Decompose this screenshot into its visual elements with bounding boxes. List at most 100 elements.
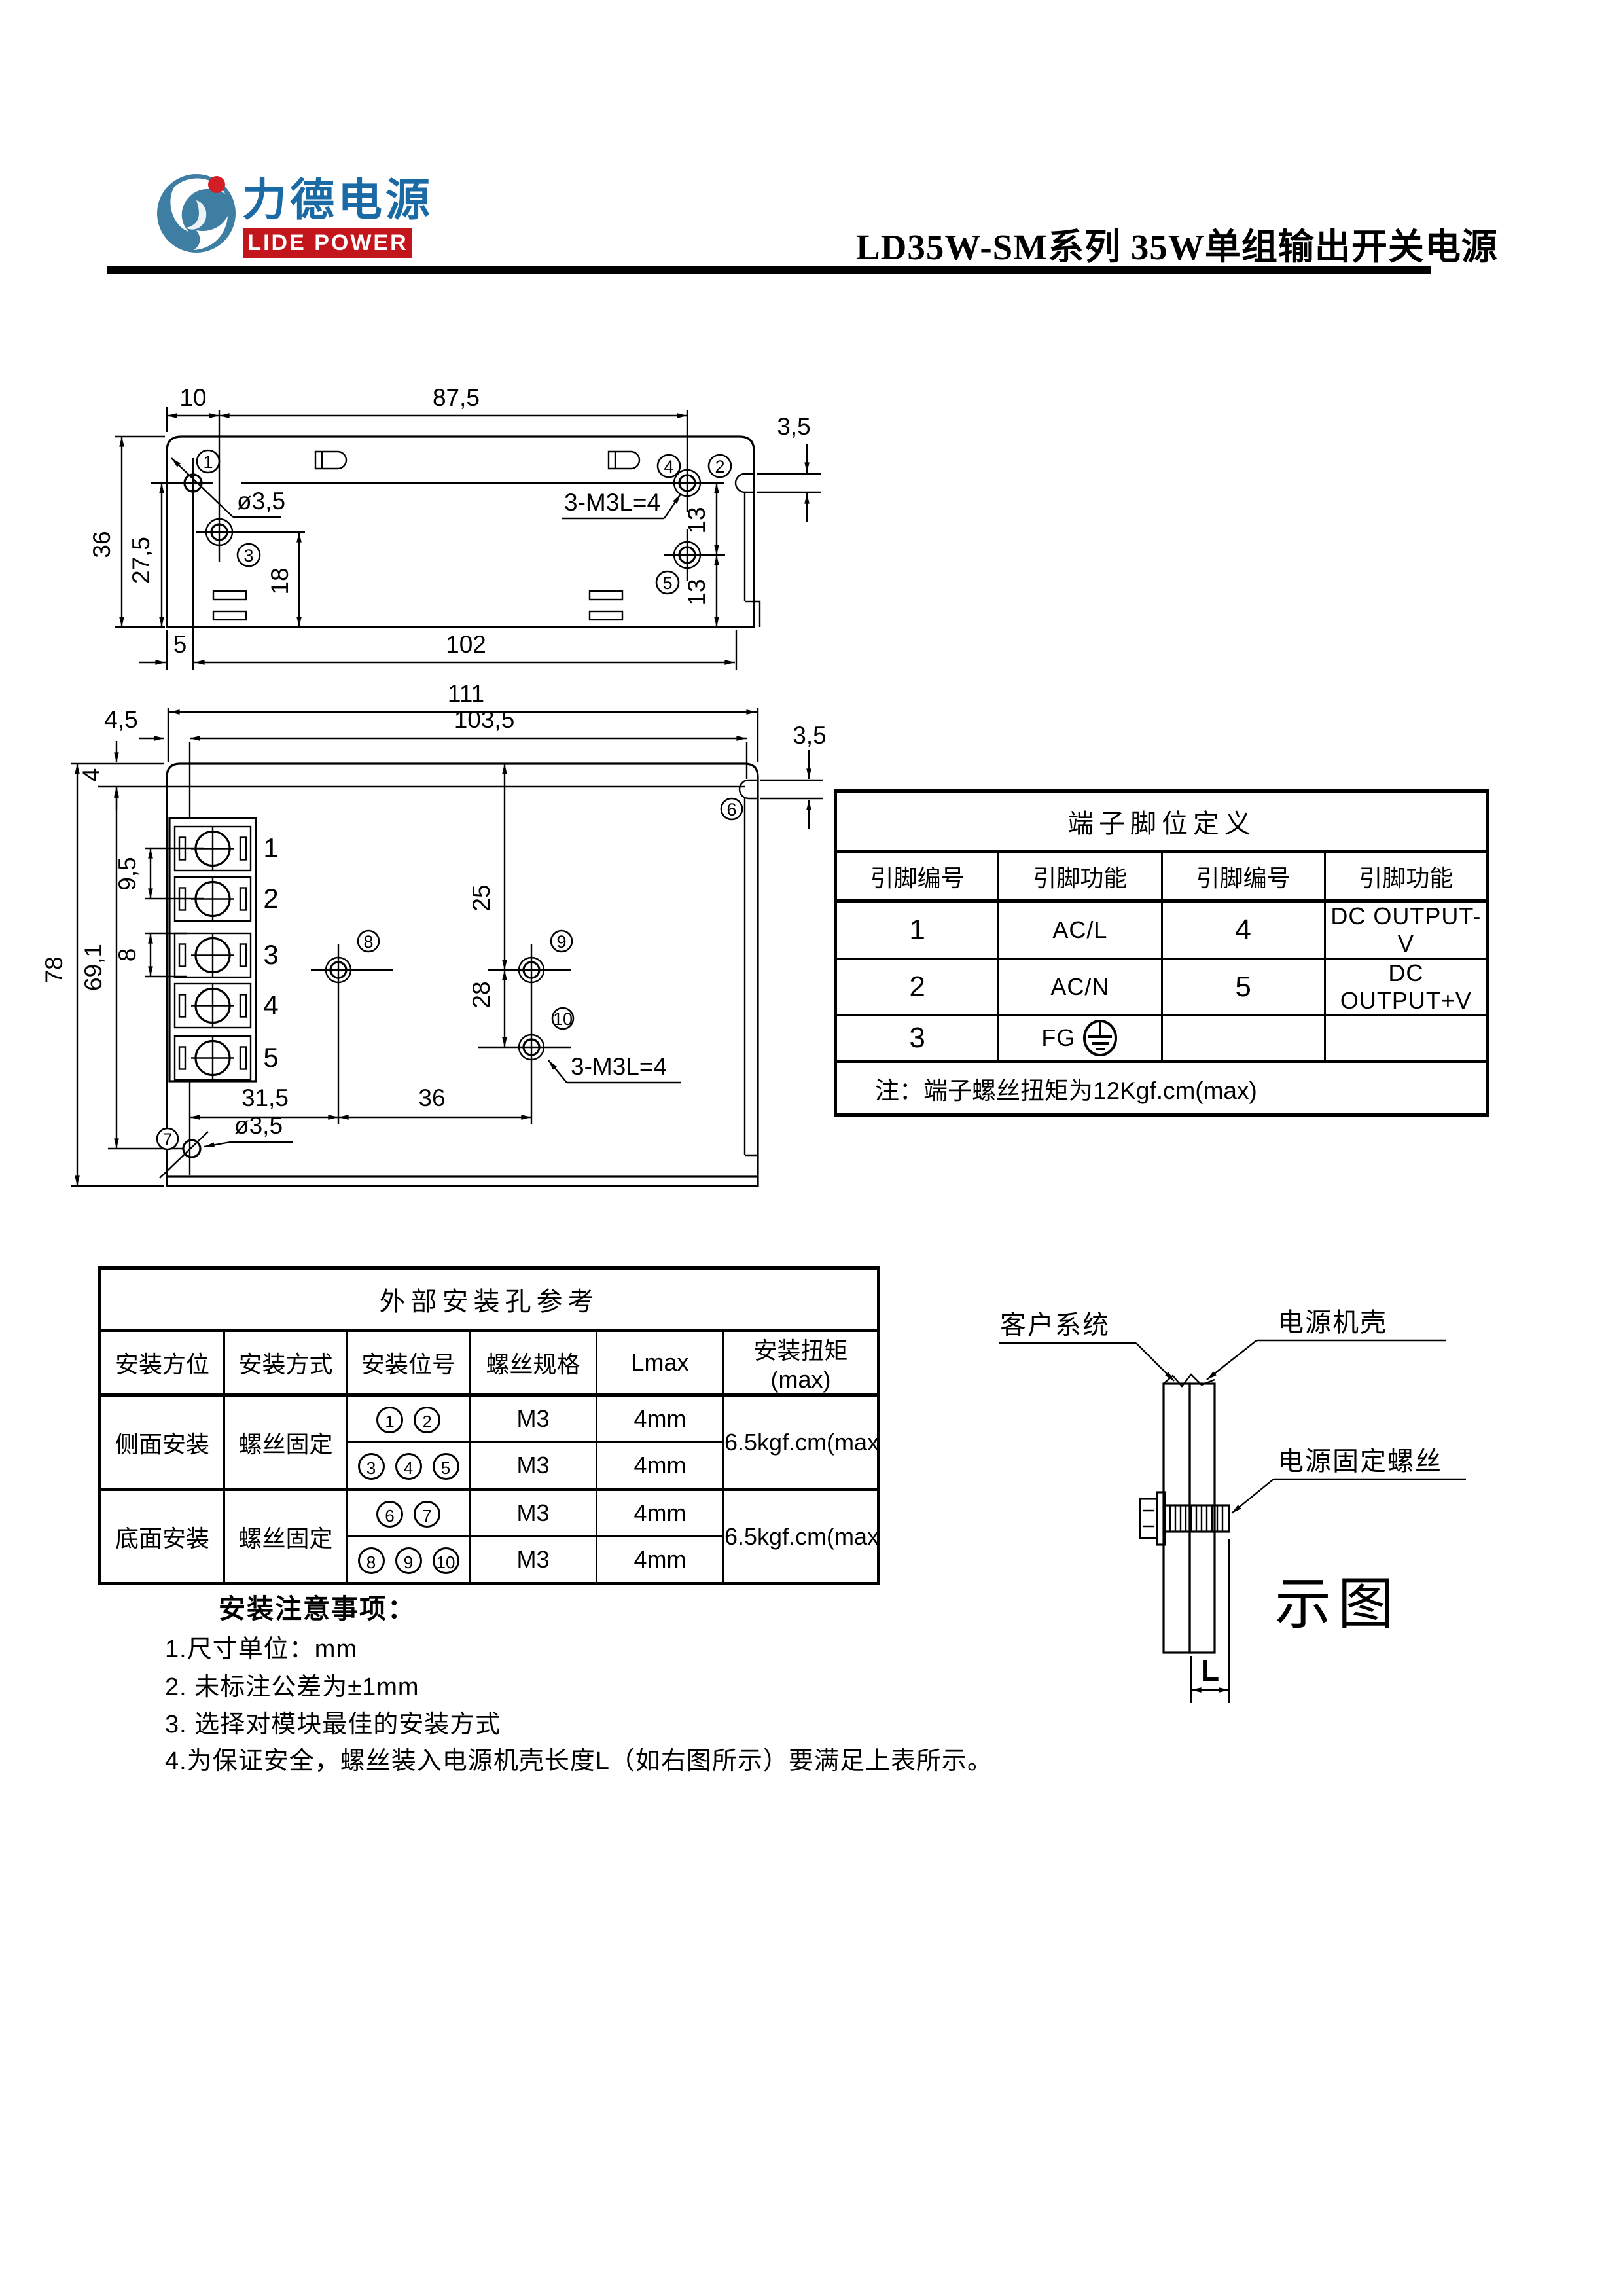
dim-27-5: 27,5: [128, 537, 154, 584]
dim-13a: 13: [683, 507, 710, 533]
terminal-1: 1: [263, 833, 278, 863]
hole-label-7: 7: [156, 1127, 179, 1151]
hole-label-6: 6: [720, 797, 743, 821]
pin-function: DC OUTPUT+V: [1323, 958, 1489, 1016]
dim-5: 5: [173, 631, 187, 658]
hole-number-badge: 1: [376, 1406, 403, 1433]
svg-text:4: 4: [664, 457, 673, 476]
svg-text:3: 3: [243, 546, 253, 565]
mount-position: 侧面安装: [99, 1394, 225, 1490]
svg-text:5: 5: [662, 573, 672, 593]
svg-text:6: 6: [726, 800, 736, 819]
terminal-2: 2: [263, 883, 278, 914]
svg-text:2: 2: [715, 457, 724, 476]
col-header: 安装扭矩(max): [722, 1329, 880, 1397]
note-item: 4.为保证安全，螺丝装入电源机壳长度L（如右图所示）要满足上表所示。: [165, 1748, 993, 1775]
pin-number: 3: [834, 1014, 1000, 1062]
dim-87-5: 87,5: [433, 384, 480, 411]
logo-text-cn: 力德电源: [242, 175, 434, 225]
hole-label-1: 1: [196, 449, 221, 474]
dim-31-5: 31,5: [241, 1085, 289, 1111]
col-header: 安装位号: [346, 1329, 471, 1397]
hole-label-4: 4: [656, 454, 681, 478]
hole-number-badge: 3: [357, 1452, 385, 1480]
drawing1-side-view: 10 87,5 3,5 36 27,5 ø3,5 3-M3L=4: [88, 384, 821, 670]
col-header: 引脚编号: [1160, 850, 1326, 903]
terminal-pin-table: 端子脚位定义 引脚编号 引脚功能 引脚编号 引脚功能 1 AC/L 4 DC O…: [834, 789, 1489, 1117]
dim-18: 18: [266, 567, 293, 594]
drawing2-bottom-view: 1 2 3 4 5: [41, 680, 827, 1187]
col-header: 安装方式: [223, 1329, 348, 1397]
dim-L: L: [1201, 1653, 1219, 1687]
dim-4: 4: [78, 768, 105, 782]
dim-9-5: 9,5: [114, 857, 141, 890]
dim-10: 10: [179, 384, 206, 411]
mount-torque: 6.5kgf.cm(max): [722, 1394, 880, 1490]
svg-text:7: 7: [162, 1130, 172, 1149]
dim2-3-m3l4: 3-M3L=4: [571, 1053, 667, 1080]
pin-number: 1: [834, 900, 1000, 960]
header-rule: [107, 266, 1431, 274]
pin-function: DC OUTPUT-V: [1323, 900, 1489, 960]
mount-table-title: 外部安装孔参考: [98, 1267, 880, 1332]
hole-label-10: 10: [551, 1007, 575, 1030]
dim-102: 102: [446, 631, 486, 658]
dim-36: 36: [88, 531, 115, 558]
hole-9: [488, 944, 571, 1124]
hole-number-badge: 4: [395, 1452, 422, 1480]
logo-red-dot: [208, 176, 225, 193]
dim2-36: 36: [418, 1085, 445, 1111]
logo-text-en: LIDE POWER: [243, 228, 412, 258]
pin-number-empty: [1160, 1014, 1326, 1062]
mount-torque: 6.5kgf.cm(max): [722, 1488, 880, 1585]
pin-number: 2: [834, 958, 1000, 1016]
fg-label: FG: [1041, 1024, 1076, 1051]
lmax: 4mm: [596, 1535, 724, 1585]
hole-number-badge: 7: [414, 1500, 440, 1528]
dim2-dia-3-5: ø3,5: [234, 1112, 283, 1139]
screw-spec: M3: [469, 1535, 597, 1585]
pin-function-empty: [1323, 1014, 1489, 1062]
dim-69-1: 69,1: [80, 944, 107, 991]
screw-diagram: 客户系统 电源机壳 电源固定螺丝 示图 L: [999, 1308, 1466, 1703]
col-header: 引脚功能: [1323, 850, 1489, 903]
terminal-4: 4: [263, 990, 278, 1020]
pin-number: 4: [1160, 900, 1326, 960]
note-item: 1.尺寸单位：mm: [165, 1636, 358, 1663]
svg-text:9: 9: [556, 932, 566, 952]
terminal-table-note: 注：端子螺丝扭矩为12Kgf.cm(max): [834, 1060, 1489, 1116]
hole-number-badge: 8: [357, 1547, 385, 1574]
mount-position: 底面安装: [99, 1488, 225, 1585]
terminal-block: 1 2 3 4 5: [168, 817, 279, 1083]
terminal-3: 3: [263, 939, 278, 970]
mount-method: 螺丝固定: [223, 1394, 348, 1490]
hole-number-badge: 6: [376, 1500, 403, 1528]
dim-4-5: 4,5: [104, 706, 137, 733]
dim-111: 111: [448, 680, 484, 707]
svg-text:10: 10: [553, 1009, 573, 1029]
terminal-table-title: 端子脚位定义: [834, 790, 1489, 853]
hole-label-2: 2: [707, 454, 732, 478]
label-fixing-screw: 电源固定螺丝: [1277, 1447, 1442, 1476]
dim-3-m3l4: 3-M3L=4: [564, 489, 660, 516]
earth-ground-icon: [1083, 1020, 1118, 1056]
lmax: 4mm: [596, 1441, 724, 1490]
hole-number-badge: 9: [395, 1547, 422, 1574]
label-customer-system: 客户系统: [1000, 1311, 1110, 1340]
hole-4: [664, 410, 724, 512]
col-header: 引脚功能: [997, 850, 1163, 903]
col-header: Lmax: [596, 1329, 724, 1397]
hole-7: [108, 1081, 209, 1179]
pin-function-fg: FG: [997, 1014, 1163, 1062]
hole-label-8: 8: [357, 929, 380, 953]
col-header: 引脚编号: [834, 850, 1000, 903]
screw-spec: M3: [469, 1394, 597, 1443]
hole-number-badge: 10: [432, 1547, 459, 1574]
diagram-caption: 示图: [1275, 1573, 1400, 1636]
dim-8: 8: [114, 948, 141, 962]
dim2-3-5: 3,5: [793, 722, 826, 749]
